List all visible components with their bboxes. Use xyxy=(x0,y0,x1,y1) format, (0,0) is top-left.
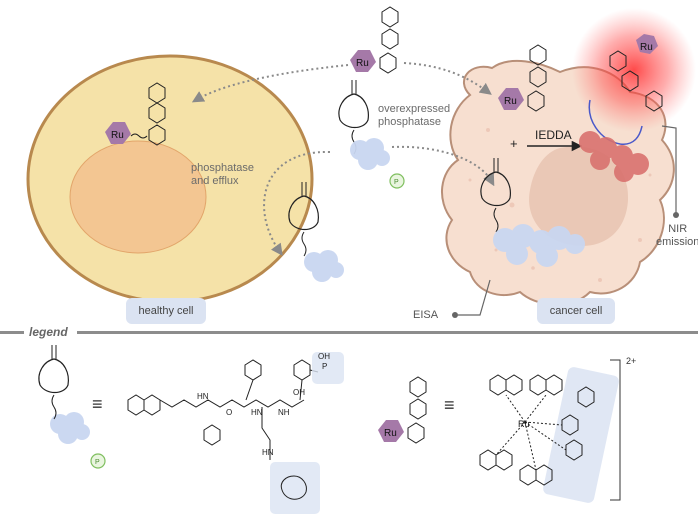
healthy-cell-tag: healthy cell xyxy=(126,298,206,324)
protein-red xyxy=(579,131,649,182)
equiv-sign-1: ≡ xyxy=(92,394,103,414)
nir-glow xyxy=(572,8,696,132)
callout-lines xyxy=(458,125,677,316)
phosphate-highlight xyxy=(312,352,344,384)
atom-label: OH xyxy=(293,388,305,397)
ru-center-label: Ru xyxy=(518,419,530,429)
legend-divider-left xyxy=(0,331,24,334)
svg-text:Ru: Ru xyxy=(356,58,369,69)
charge-label: 2+ xyxy=(626,356,637,366)
legend-ru-small: Ru xyxy=(378,376,427,444)
bcn-highlight xyxy=(270,462,320,514)
legend-divider-right xyxy=(77,331,698,334)
atom-label: HN xyxy=(197,392,209,401)
atom-label: HN xyxy=(251,408,263,417)
phosphatase-efflux-label: phosphatase and efflux xyxy=(191,162,254,187)
svg-text:P: P xyxy=(394,179,399,186)
equiv-sign-2: ≡ xyxy=(444,395,455,415)
legend-bcn-in-peptide xyxy=(280,475,307,500)
peptide-structure xyxy=(127,359,319,460)
ru-complex-top: Ru xyxy=(350,6,399,74)
atom-label: OH xyxy=(318,352,330,361)
svg-text:Ru: Ru xyxy=(384,428,397,439)
legend-title: legend xyxy=(29,325,68,339)
ru-complex-cancer: Ru xyxy=(498,44,547,112)
svg-text:Ru: Ru xyxy=(640,42,653,53)
legend-bcn xyxy=(38,345,69,420)
nir-emission-label: NIR emission xyxy=(656,223,698,248)
phosphate-icon xyxy=(389,173,405,189)
healthy-cell xyxy=(26,54,314,304)
svg-text:Ru: Ru xyxy=(504,96,517,107)
eisa-callout-dot xyxy=(452,312,458,318)
atom-label: P xyxy=(322,362,328,371)
atom-label: HN xyxy=(262,448,274,457)
iedda-label: IEDDA xyxy=(535,128,572,142)
tetrazine-highlight xyxy=(543,367,619,503)
svg-text:P: P xyxy=(95,459,100,466)
plus-sign: + xyxy=(510,136,518,151)
overexpressed-phosphatase-label: overexpressed phosphatase xyxy=(378,103,451,128)
cancer-cell-tag: cancer cell xyxy=(537,298,615,324)
atom-label: NH xyxy=(278,408,290,417)
ru-complex-product: Ru xyxy=(588,34,663,145)
nir-callout-dot xyxy=(673,212,679,218)
atom-label: O xyxy=(226,408,233,417)
ru-full-structure xyxy=(479,359,621,501)
eisa-label: EISA xyxy=(413,309,439,321)
phosphate-icon-legend xyxy=(90,453,106,469)
dotted-arrows xyxy=(191,62,495,256)
bcn-cancer xyxy=(480,158,511,233)
protein-blobs xyxy=(50,138,585,444)
svg-text:Ru: Ru xyxy=(111,130,124,141)
ru-complex-healthy: Ru xyxy=(105,82,166,146)
bcn-dephosphorylated xyxy=(288,182,319,257)
